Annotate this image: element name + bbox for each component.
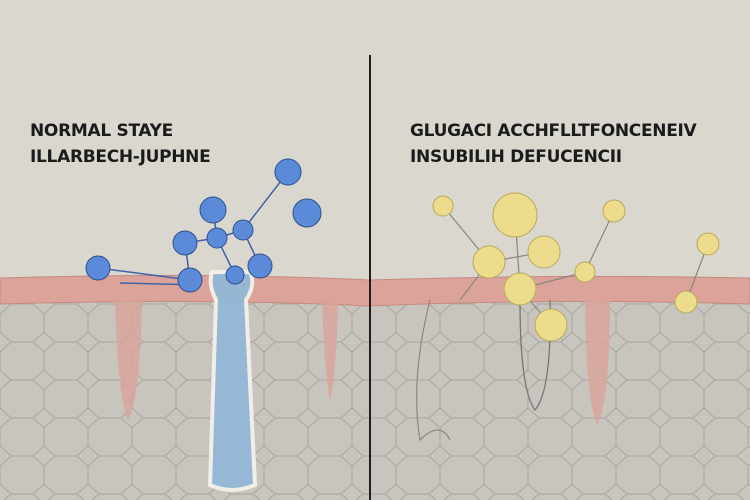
blue-molecule	[292, 198, 322, 228]
left-title-line2: ILLARBECH-JUPHNE	[30, 147, 211, 167]
yellow-molecule	[602, 199, 626, 223]
gland-middle	[322, 300, 338, 400]
left-title: NORMAL STAYE ILLARBECH-JUPHNE	[30, 118, 211, 170]
right-title-line2: INSUBILIH DEFUCENCII	[410, 147, 622, 167]
blue-molecule	[85, 255, 111, 281]
blue-molecule	[274, 158, 302, 186]
yellow-molecule	[503, 272, 537, 306]
blue-molecule	[172, 230, 198, 256]
blue-molecule	[232, 219, 254, 241]
blue-molecules	[85, 158, 322, 293]
yellow-molecules	[432, 192, 720, 342]
gland-right	[585, 300, 610, 425]
blue-molecule	[199, 196, 227, 224]
skin-band	[0, 274, 750, 307]
gland-left	[115, 300, 142, 420]
blue-molecule	[206, 227, 228, 249]
blue-molecule	[247, 253, 273, 279]
duct-right	[519, 299, 551, 412]
blue-molecule	[177, 267, 203, 293]
right-title: GLUGACI ACCHFLLTFONCENEIV INSUBILIH DEFU…	[410, 118, 697, 170]
yellow-molecule	[527, 235, 561, 269]
right-title-line1: GLUGACI ACCHFLLTFONCENEIV	[410, 121, 697, 141]
left-title-line1: NORMAL STAYE	[30, 121, 173, 141]
tissue-layer	[0, 300, 750, 500]
yellow-molecule	[534, 308, 568, 342]
yellow-molecule	[696, 232, 720, 256]
yellow-molecule	[674, 290, 698, 314]
yellow-molecule	[432, 195, 454, 217]
blue-molecule	[225, 265, 245, 285]
yellow-molecule	[472, 245, 506, 279]
yellow-molecule	[492, 192, 538, 238]
yellow-molecule	[574, 261, 596, 283]
blue-vessel	[207, 270, 258, 492]
